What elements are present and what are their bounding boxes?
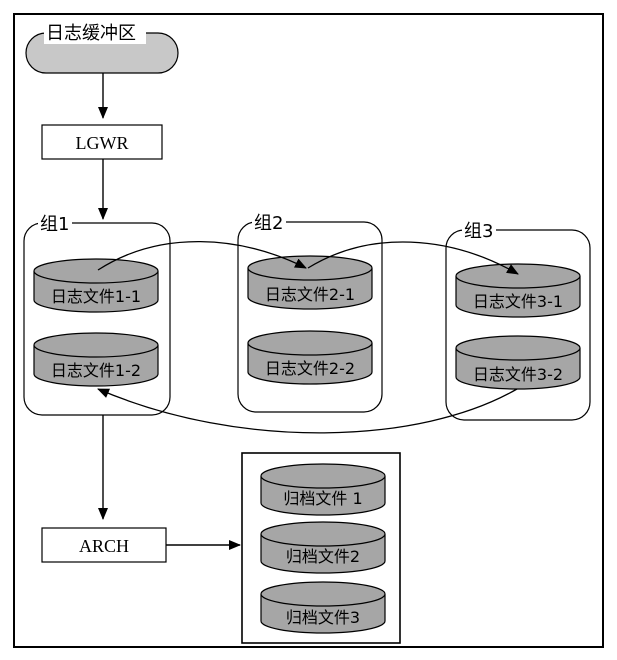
outer-frame [13,13,604,648]
group-2-label: 组2 [254,213,283,234]
lgwr-box [41,124,163,160]
group-2-box [237,221,383,413]
arch-box [41,527,167,563]
disk-archive-1: 归档文件 1 [260,463,386,516]
disk-log-1-2: 日志文件1-2 [33,332,159,387]
disk-archive-2: 归档文件2 [260,521,386,574]
lgwr-label: LGWR [76,133,129,153]
archive-file-1-label: 归档文件 1 [283,489,362,508]
disk-log-2-2: 日志文件2-2 [247,330,373,385]
log-file-2-2-label: 日志文件2-2 [265,359,355,378]
group-2-label-bg [252,212,286,232]
disk-log-3-1: 日志文件3-1 [455,263,581,318]
log-file-3-1-label: 日志文件3-1 [473,292,563,311]
log-buffer-label-bg [44,22,146,44]
disk-archive-3: 归档文件3 [260,581,386,634]
disk-log-3-2: 日志文件3-2 [455,335,581,390]
archive-file-2-label: 归档文件2 [286,547,360,566]
arrow-log2-to-log3 [307,241,519,275]
log-file-2-1-label: 日志文件2-1 [265,285,355,304]
arrow-log1-to-log2 [97,240,307,271]
arrow-log3-to-log1 [97,388,518,434]
log-buffer-label: 日志缓冲区 [46,23,136,44]
group-3: 组3 日志文件3-1 日志文件3-2 [445,220,591,421]
log-file-1-1-label: 日志文件1-1 [51,287,141,306]
group-3-label-bg [462,220,496,240]
group-1-label-bg [38,213,72,233]
group-2: 组2 日志文件2-1 日志文件2-2 [237,212,383,413]
group-1-box [23,222,171,416]
log-file-3-2-label: 日志文件3-2 [473,365,563,384]
group-1: 组1 日志文件1-1 日志文件1-2 [23,213,171,416]
disk-log-2-1: 日志文件2-1 [247,255,373,310]
group-1-label: 组1 [40,214,69,235]
archive-file-3-label: 归档文件3 [286,608,360,627]
group-3-box [445,229,591,421]
disk-log-1-1: 日志文件1-1 [33,258,159,313]
log-file-1-2-label: 日志文件1-2 [51,361,141,380]
arch-label: ARCH [79,536,129,556]
group-3-label: 组3 [464,221,493,242]
